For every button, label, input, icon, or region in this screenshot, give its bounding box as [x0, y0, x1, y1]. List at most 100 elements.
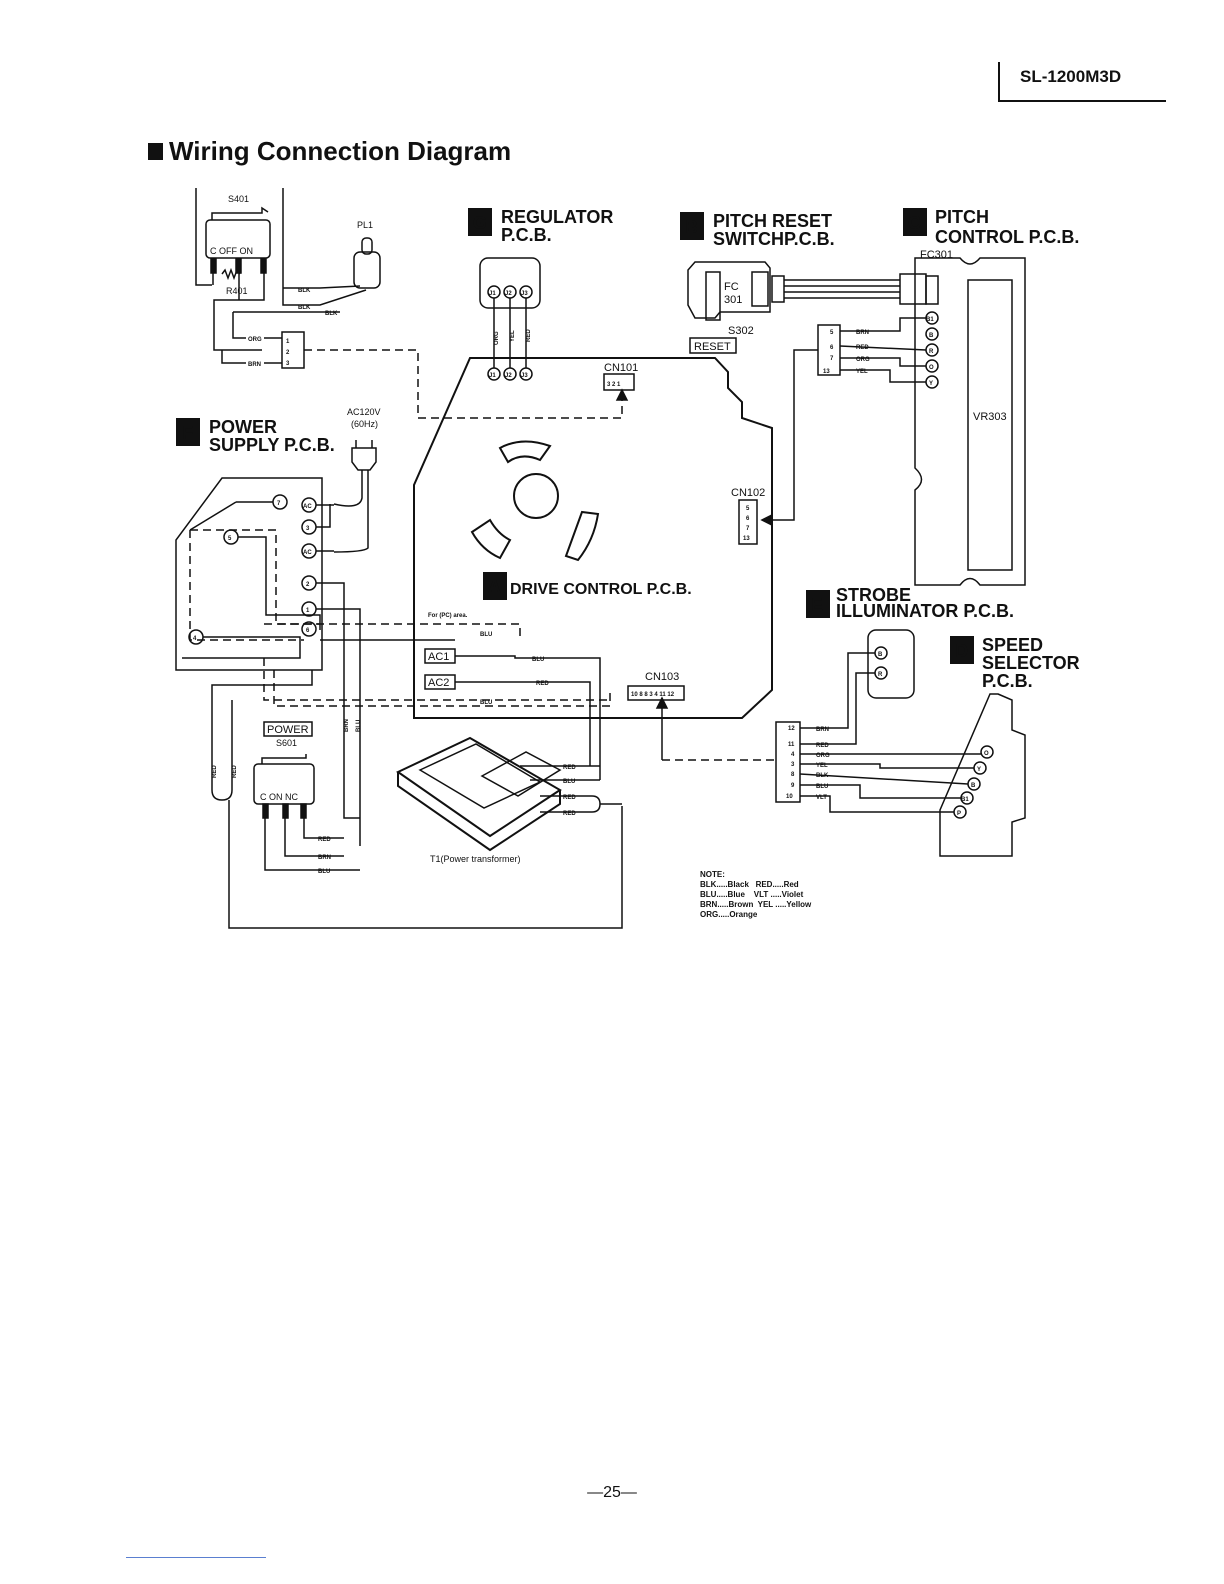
svg-text:4: 4 — [791, 752, 795, 758]
speed-selector-board: O Y B B1 P 12 11 4 3 8 9 10 BRN RED ORG … — [775, 693, 1026, 857]
svg-text:BRN: BRN — [344, 719, 350, 732]
svg-text:1: 1 — [306, 608, 310, 614]
note-row: BLU.....Blue VLT .....Violet — [700, 890, 804, 899]
pl1-lamp: PL1 BLK BLK BLK — [233, 220, 381, 317]
svg-text:ORG: ORG — [856, 357, 870, 363]
s601-switch: POWER S601 C ON NC RED BRN BLU BRN BLU R… — [211, 670, 623, 929]
svg-text:YEL: YEL — [510, 330, 516, 342]
svg-text:7: 7 — [746, 526, 750, 532]
section-title: Wiring Connection Diagram — [148, 136, 511, 167]
svg-text:BLU: BLU — [480, 700, 492, 706]
svg-text:J2: J2 — [505, 373, 512, 379]
svg-text:7: 7 — [277, 501, 281, 507]
svg-text:8: 8 — [791, 772, 795, 778]
board-a-name: DRIVE CONTROL P.C.B. — [510, 581, 692, 598]
svg-text:RED: RED — [563, 765, 576, 771]
s401-connector: ORG BRN 1 2 3 — [221, 312, 629, 419]
svg-text:C: C — [908, 213, 921, 233]
pitch-control-board: VR303 FC301 B1 B R O Y 5 6 7 13 BRN RED … — [760, 249, 1026, 586]
svg-text:B: B — [685, 217, 698, 237]
svg-text:ORG: ORG — [494, 331, 500, 345]
svg-text:CN101: CN101 — [604, 362, 638, 374]
svg-text:13: 13 — [823, 369, 830, 375]
svg-text:PITCH: PITCH — [935, 207, 989, 227]
svg-text:RED: RED — [563, 795, 576, 801]
svg-text:R: R — [878, 672, 883, 678]
svg-text:SWITCHP.C.B.: SWITCHP.C.B. — [713, 229, 835, 249]
svg-text:J1: J1 — [489, 291, 496, 297]
svg-text:BLU: BLU — [563, 779, 575, 785]
svg-text:AC1: AC1 — [428, 651, 449, 663]
ac-plug — [333, 440, 377, 553]
svg-text:SPEED: SPEED — [982, 635, 1043, 655]
svg-text:E: E — [811, 595, 823, 615]
s401-positions: C OFF ON — [210, 246, 253, 256]
svg-text:CONTROL P.C.B.: CONTROL P.C.B. — [935, 227, 1079, 247]
svg-text:S302: S302 — [728, 325, 754, 337]
svg-text:B1: B1 — [961, 797, 969, 803]
svg-text:BLU: BLU — [816, 784, 828, 790]
svg-text:REGULATOR: REGULATOR — [501, 207, 613, 227]
svg-text:J3: J3 — [521, 373, 528, 379]
page-number: —25— — [587, 1484, 637, 1501]
board-d-label: D SPEED SELECTOR P.C.B. — [950, 635, 1080, 691]
svg-text:(60Hz): (60Hz) — [351, 419, 378, 429]
svg-text:G: G — [473, 213, 487, 233]
model-number-box: SL-1200M3D — [998, 62, 1166, 102]
svg-text:A: A — [488, 577, 501, 597]
svg-text:10: 10 — [786, 794, 793, 800]
pitch-reset-board: FC 301 S302 RESET — [687, 261, 900, 354]
svg-text:T1(Power transformer): T1(Power transformer) — [430, 854, 521, 864]
regulator-board: J1 J2 J3 ORG YEL RED J1 J2 J3 — [479, 257, 541, 381]
svg-text:BLU: BLU — [532, 657, 544, 663]
board-b-label: B PITCH RESET SWITCHP.C.B. — [680, 211, 835, 249]
svg-text:RED: RED — [536, 681, 549, 687]
svg-text:RESET: RESET — [694, 341, 731, 353]
svg-text:B1: B1 — [926, 317, 934, 323]
svg-text:VR303: VR303 — [973, 411, 1007, 423]
section-title-text: Wiring Connection Diagram — [169, 136, 512, 166]
svg-text:5: 5 — [228, 536, 232, 542]
svg-text:RED: RED — [563, 811, 576, 817]
svg-text:C ON NC: C ON NC — [260, 792, 299, 802]
svg-text:PITCH RESET: PITCH RESET — [713, 211, 832, 231]
svg-text:7: 7 — [830, 356, 834, 362]
svg-text:10 8 8 3 4 11 12: 10 8 8 3 4 11 12 — [631, 692, 675, 698]
svg-text:3: 3 — [286, 361, 290, 367]
svg-text:BRN: BRN — [248, 362, 261, 368]
svg-text:VLT: VLT — [816, 795, 827, 801]
board-f-label: F POWER SUPPLY P.C.B. AC120V (60Hz) — [176, 407, 381, 455]
svg-text:YEL: YEL — [816, 763, 828, 769]
svg-text:BRN: BRN — [318, 855, 331, 861]
svg-text:O: O — [984, 751, 989, 757]
board-e-label: E STROBE ILLUMINATOR P.C.B. — [806, 585, 1014, 621]
svg-text:AC2: AC2 — [428, 677, 449, 689]
svg-text:POWER: POWER — [267, 724, 309, 736]
svg-text:POWER: POWER — [209, 417, 277, 437]
power-transformer: RED BLU RED RED T1(Power transformer) — [396, 736, 622, 864]
svg-text:BLK: BLK — [298, 305, 311, 311]
power-supply-board: 7 5 3 AC AC 2 1 4 6 BLU BLU RED BLU — [175, 477, 611, 846]
svg-text:301: 301 — [724, 294, 742, 306]
svg-text:2: 2 — [286, 350, 290, 356]
bullet-square-icon — [148, 143, 163, 160]
r401-label: R401 — [226, 286, 248, 296]
svg-text:CN103: CN103 — [645, 671, 679, 683]
svg-text:3 2 1: 3 2 1 — [607, 382, 621, 388]
svg-text:11: 11 — [788, 742, 795, 748]
svg-text:J1: J1 — [489, 373, 496, 379]
svg-text:6: 6 — [306, 628, 310, 634]
svg-text:RED: RED — [816, 743, 829, 749]
svg-text:3: 3 — [791, 762, 795, 768]
svg-text:R: R — [929, 349, 934, 355]
svg-text:13: 13 — [743, 536, 750, 542]
svg-text:ILLUMINATOR P.C.B.: ILLUMINATOR P.C.B. — [836, 601, 1014, 621]
svg-text:RED: RED — [232, 765, 238, 778]
model-number: SL-1200M3D — [1020, 67, 1122, 86]
strobe-board: B R — [800, 629, 915, 745]
svg-text:BLK: BLK — [298, 288, 311, 294]
svg-text:O: O — [929, 365, 934, 371]
board-c-label: C PITCH CONTROL P.C.B. — [903, 207, 1079, 247]
svg-text:AC: AC — [303, 504, 312, 510]
svg-text:P.C.B.: P.C.B. — [982, 671, 1033, 691]
